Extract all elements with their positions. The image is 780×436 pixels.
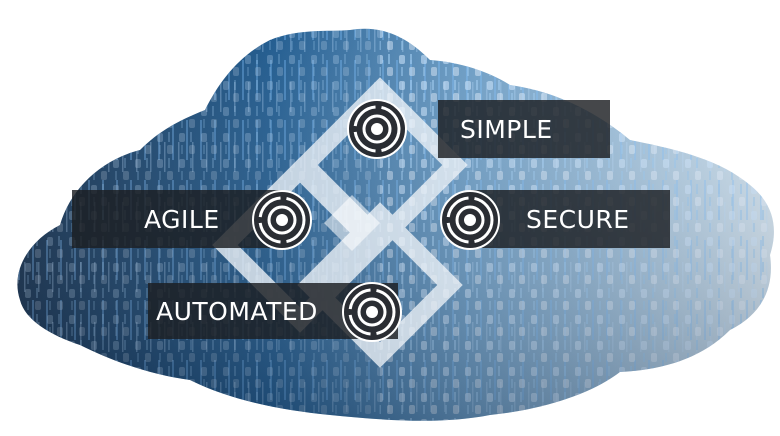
target-icon [440, 190, 500, 250]
feature-secure: SECURE [470, 190, 670, 248]
feature-agile: AGILE [72, 190, 282, 248]
feature-simple: SIMPLE [438, 100, 610, 158]
target-icon [342, 282, 402, 342]
feature-agile-label: AGILE [144, 204, 220, 234]
feature-secure-label: SECURE [526, 204, 630, 234]
feature-simple-label: SIMPLE [460, 114, 553, 144]
target-icon [252, 190, 312, 250]
target-icon [347, 99, 407, 159]
feature-automated-label: AUTOMATED [156, 296, 318, 326]
